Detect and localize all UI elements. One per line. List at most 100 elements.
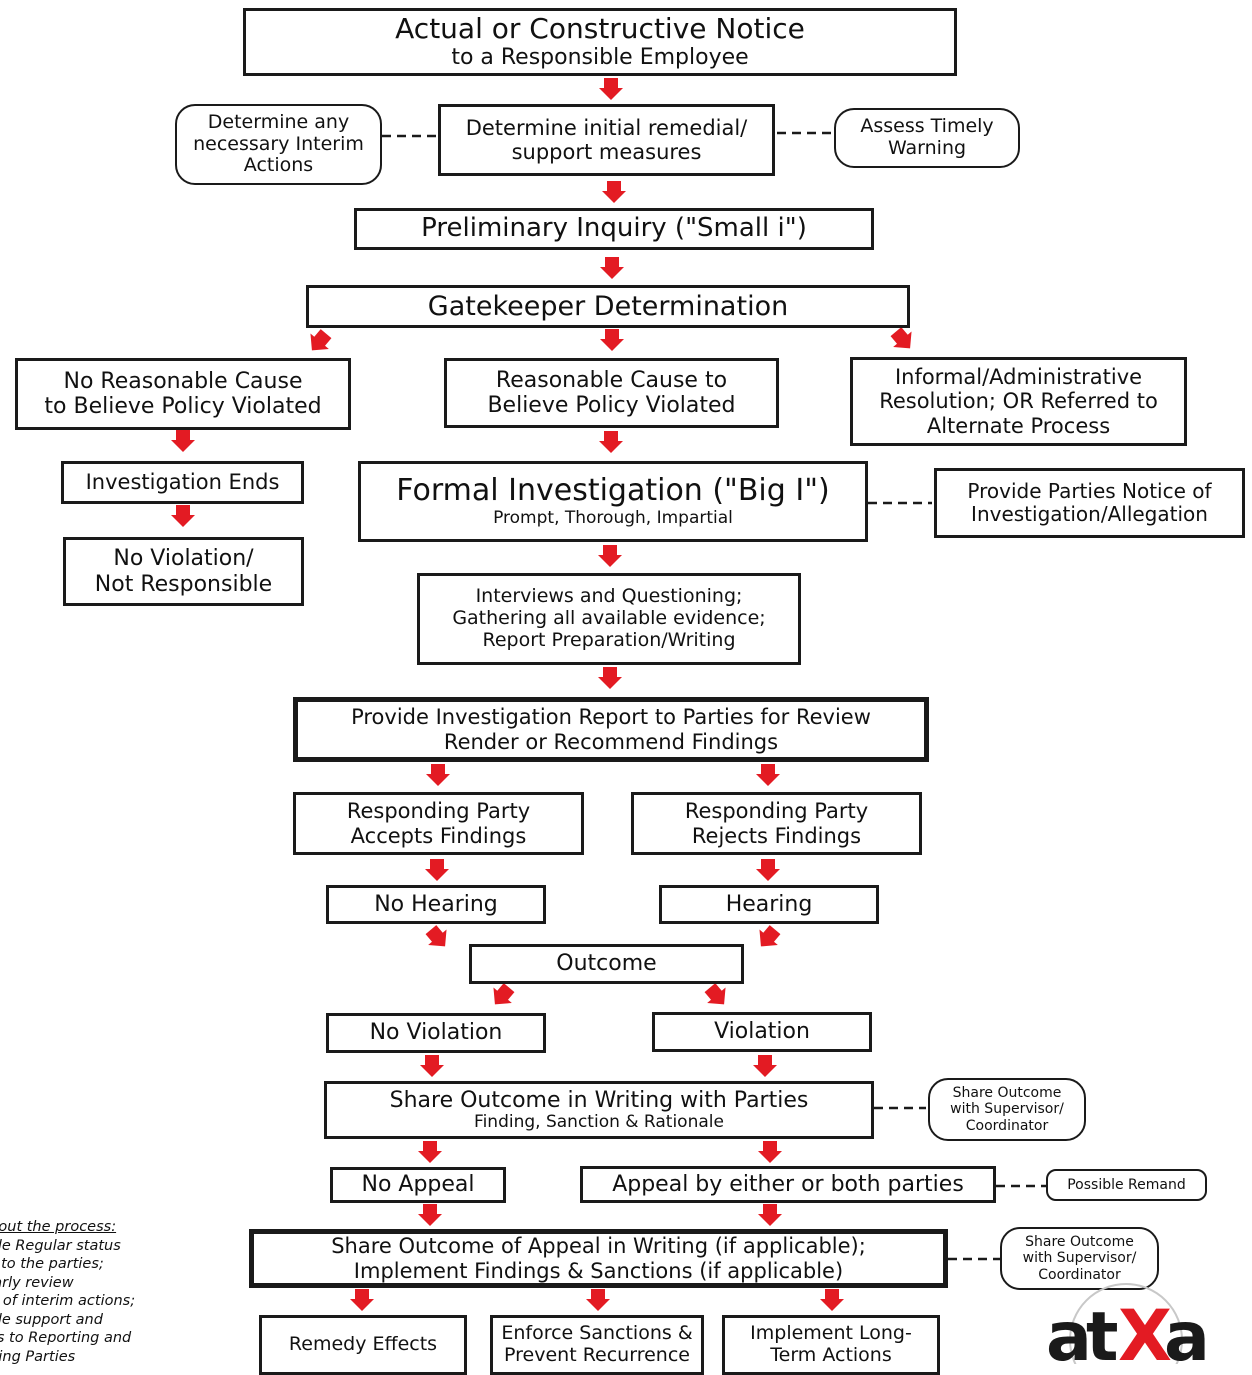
gatekeeper-label: Gatekeeper Determination: [427, 290, 789, 322]
dashed-links: [382, 131, 1046, 1261]
interim-actions-line: Determine any: [207, 110, 350, 133]
share-outcome-title: Share Outcome in Writing with Parties: [389, 1087, 809, 1113]
share-supervisor-line: Share Outcome: [952, 1085, 1062, 1102]
no-violation-box: No Violation: [326, 1013, 546, 1053]
svg-text:a: a: [1046, 1298, 1088, 1364]
no-hearing-label: No Hearing: [374, 891, 498, 917]
investigation-ends-label: Investigation Ends: [85, 470, 280, 495]
side-note-line: ularly review: [0, 1274, 74, 1291]
provide-notice-line: Investigation/Allegation: [971, 502, 1208, 526]
no-violation-label: No Violation: [369, 1020, 503, 1046]
informal-resolution-box: Informal/Administrative Resolution; OR R…: [850, 357, 1187, 446]
hearing-box: Hearing: [659, 885, 879, 924]
violation-label: Violation: [714, 1019, 810, 1045]
enforce-line: Prevent Recurrence: [504, 1344, 690, 1366]
cause-line: Believe Policy Violated: [487, 393, 736, 418]
remedial-measures-box: Determine initial remedial/ support meas…: [438, 104, 775, 176]
interviews-line: Interviews and Questioning;: [475, 585, 743, 608]
process-side-note: ghout the process: vide Regular status e…: [0, 1218, 180, 1366]
notice-box: Actual or Constructive Notice to a Respo…: [243, 8, 957, 76]
interim-actions-box: Determine any necessary Interim Actions: [175, 104, 382, 185]
rejects-line: Rejects Findings: [691, 823, 862, 848]
notice-title: Actual or Constructive Notice: [395, 12, 805, 46]
side-note-heading: ghout the process:: [0, 1219, 117, 1235]
report-line: Render or Recommend Findings: [443, 729, 779, 754]
outcome-box: Outcome: [469, 944, 744, 984]
gatekeeper-box: Gatekeeper Determination: [306, 285, 910, 328]
hearing-label: Hearing: [725, 891, 813, 917]
interviews-line: Gathering all available evidence;: [452, 607, 766, 630]
atixa-logo: a t X a: [1046, 1283, 1210, 1364]
no-violation-not-responsible-box: No Violation/ Not Responsible: [63, 537, 304, 606]
informal-line: Informal/Administrative: [894, 365, 1143, 390]
long-term-actions-box: Implement Long- Term Actions: [722, 1315, 940, 1375]
remedy-effects-box: Remedy Effects: [259, 1315, 467, 1375]
informal-line: Resolution; OR Referred to: [879, 389, 1158, 414]
violation-box: Violation: [652, 1012, 872, 1052]
share-supervisor-line: Share Outcome: [1025, 1234, 1134, 1251]
share-supervisor-line: Coordinator: [965, 1117, 1049, 1134]
no-reasonable-cause-box: No Reasonable Cause to Believe Policy Vi…: [15, 358, 351, 430]
remedy-effects-label: Remedy Effects: [288, 1333, 438, 1356]
share-supervisor-line: with Supervisor/: [1022, 1250, 1137, 1267]
interim-actions-line: necessary Interim: [193, 132, 364, 155]
share-appeal-box: Share Outcome of Appeal in Writing (if a…: [249, 1229, 948, 1288]
notice-subtitle: to a Responsible Employee: [451, 45, 749, 71]
share-outcome-box: Share Outcome in Writing with Parties Fi…: [324, 1081, 874, 1139]
interviews-line: Report Preparation/Writing: [482, 628, 736, 651]
report-line: Provide Investigation Report to Parties …: [351, 705, 871, 730]
share-appeal-line: Share Outcome of Appeal in Writing (if a…: [331, 1234, 866, 1259]
interim-actions-line: Actions: [243, 154, 314, 177]
timely-warning-box: Assess Timely Warning: [834, 108, 1020, 168]
appeal-label: Appeal by either or both parties: [612, 1171, 964, 1197]
accepts-line: Responding Party: [346, 799, 531, 824]
share-supervisor-line: with Supervisor/: [950, 1101, 1064, 1118]
no-hearing-box: No Hearing: [326, 885, 546, 924]
preliminary-inquiry-box: Preliminary Inquiry ("Small i"): [354, 208, 874, 250]
no-cause-line: to Believe Policy Violated: [44, 394, 322, 419]
rejects-findings-box: Responding Party Rejects Findings: [631, 792, 922, 855]
share-supervisor-line: Coordinator: [1038, 1266, 1121, 1283]
side-note-line: ces to Reporting and: [0, 1330, 132, 1346]
informal-line: Alternate Process: [926, 413, 1111, 438]
share-outcome-subtitle: Finding, Sanction & Rationale: [474, 1111, 724, 1132]
remedial-line: Determine initial remedial/: [465, 115, 748, 140]
no-cause-line: No Reasonable Cause: [63, 368, 303, 394]
possible-remand-box: Possible Remand: [1046, 1169, 1207, 1201]
possible-remand-label: Possible Remand: [1067, 1176, 1186, 1193]
side-note-line: vide support and: [0, 1311, 103, 1328]
remedial-line: support measures: [511, 140, 702, 164]
share-appeal-line: Implement Findings & Sanctions (if appli…: [353, 1258, 844, 1283]
side-note-line: ity of interim actions;: [0, 1293, 136, 1309]
formal-investigation-box: Formal Investigation ("Big I") Prompt, T…: [358, 461, 868, 542]
no-violation-nr-line: Not Responsible: [94, 571, 273, 597]
share-supervisor-box-2: Share Outcome with Supervisor/ Coordinat…: [1000, 1227, 1159, 1290]
timely-warning-line: Assess Timely: [860, 115, 994, 138]
investigation-ends-box: Investigation Ends: [61, 461, 304, 504]
side-note-line: vide Regular status: [0, 1237, 121, 1254]
enforce-line: Enforce Sanctions &: [501, 1322, 693, 1345]
accepts-line: Accepts Findings: [350, 823, 527, 848]
long-term-line: Implement Long-: [750, 1322, 912, 1345]
svg-text:X: X: [1118, 1295, 1172, 1364]
no-violation-nr-line: No Violation/: [113, 546, 254, 572]
svg-text:t: t: [1086, 1298, 1119, 1364]
no-appeal-box: No Appeal: [330, 1167, 506, 1203]
side-note-line: nding Parties: [0, 1348, 76, 1365]
formal-investigation-subtitle: Prompt, Thorough, Impartial: [493, 507, 733, 528]
outcome-label: Outcome: [556, 951, 657, 977]
investigation-report-box: Provide Investigation Report to Parties …: [293, 697, 929, 762]
share-supervisor-box-1: Share Outcome with Supervisor/ Coordinat…: [928, 1078, 1086, 1141]
cause-line: Reasonable Cause to: [495, 367, 728, 393]
no-appeal-label: No Appeal: [361, 1172, 475, 1198]
side-note-line: es to the parties;: [0, 1256, 104, 1272]
appeal-box: Appeal by either or both parties: [580, 1166, 996, 1203]
provide-notice-box: Provide Parties Notice of Investigation/…: [934, 468, 1245, 538]
formal-investigation-title: Formal Investigation ("Big I"): [396, 473, 830, 509]
long-term-line: Term Actions: [770, 1344, 892, 1366]
provide-notice-line: Provide Parties Notice of: [967, 479, 1212, 503]
svg-text:a: a: [1164, 1298, 1210, 1364]
reasonable-cause-box: Reasonable Cause to Believe Policy Viola…: [444, 358, 779, 428]
enforce-sanctions-box: Enforce Sanctions & Prevent Recurrence: [490, 1315, 704, 1375]
